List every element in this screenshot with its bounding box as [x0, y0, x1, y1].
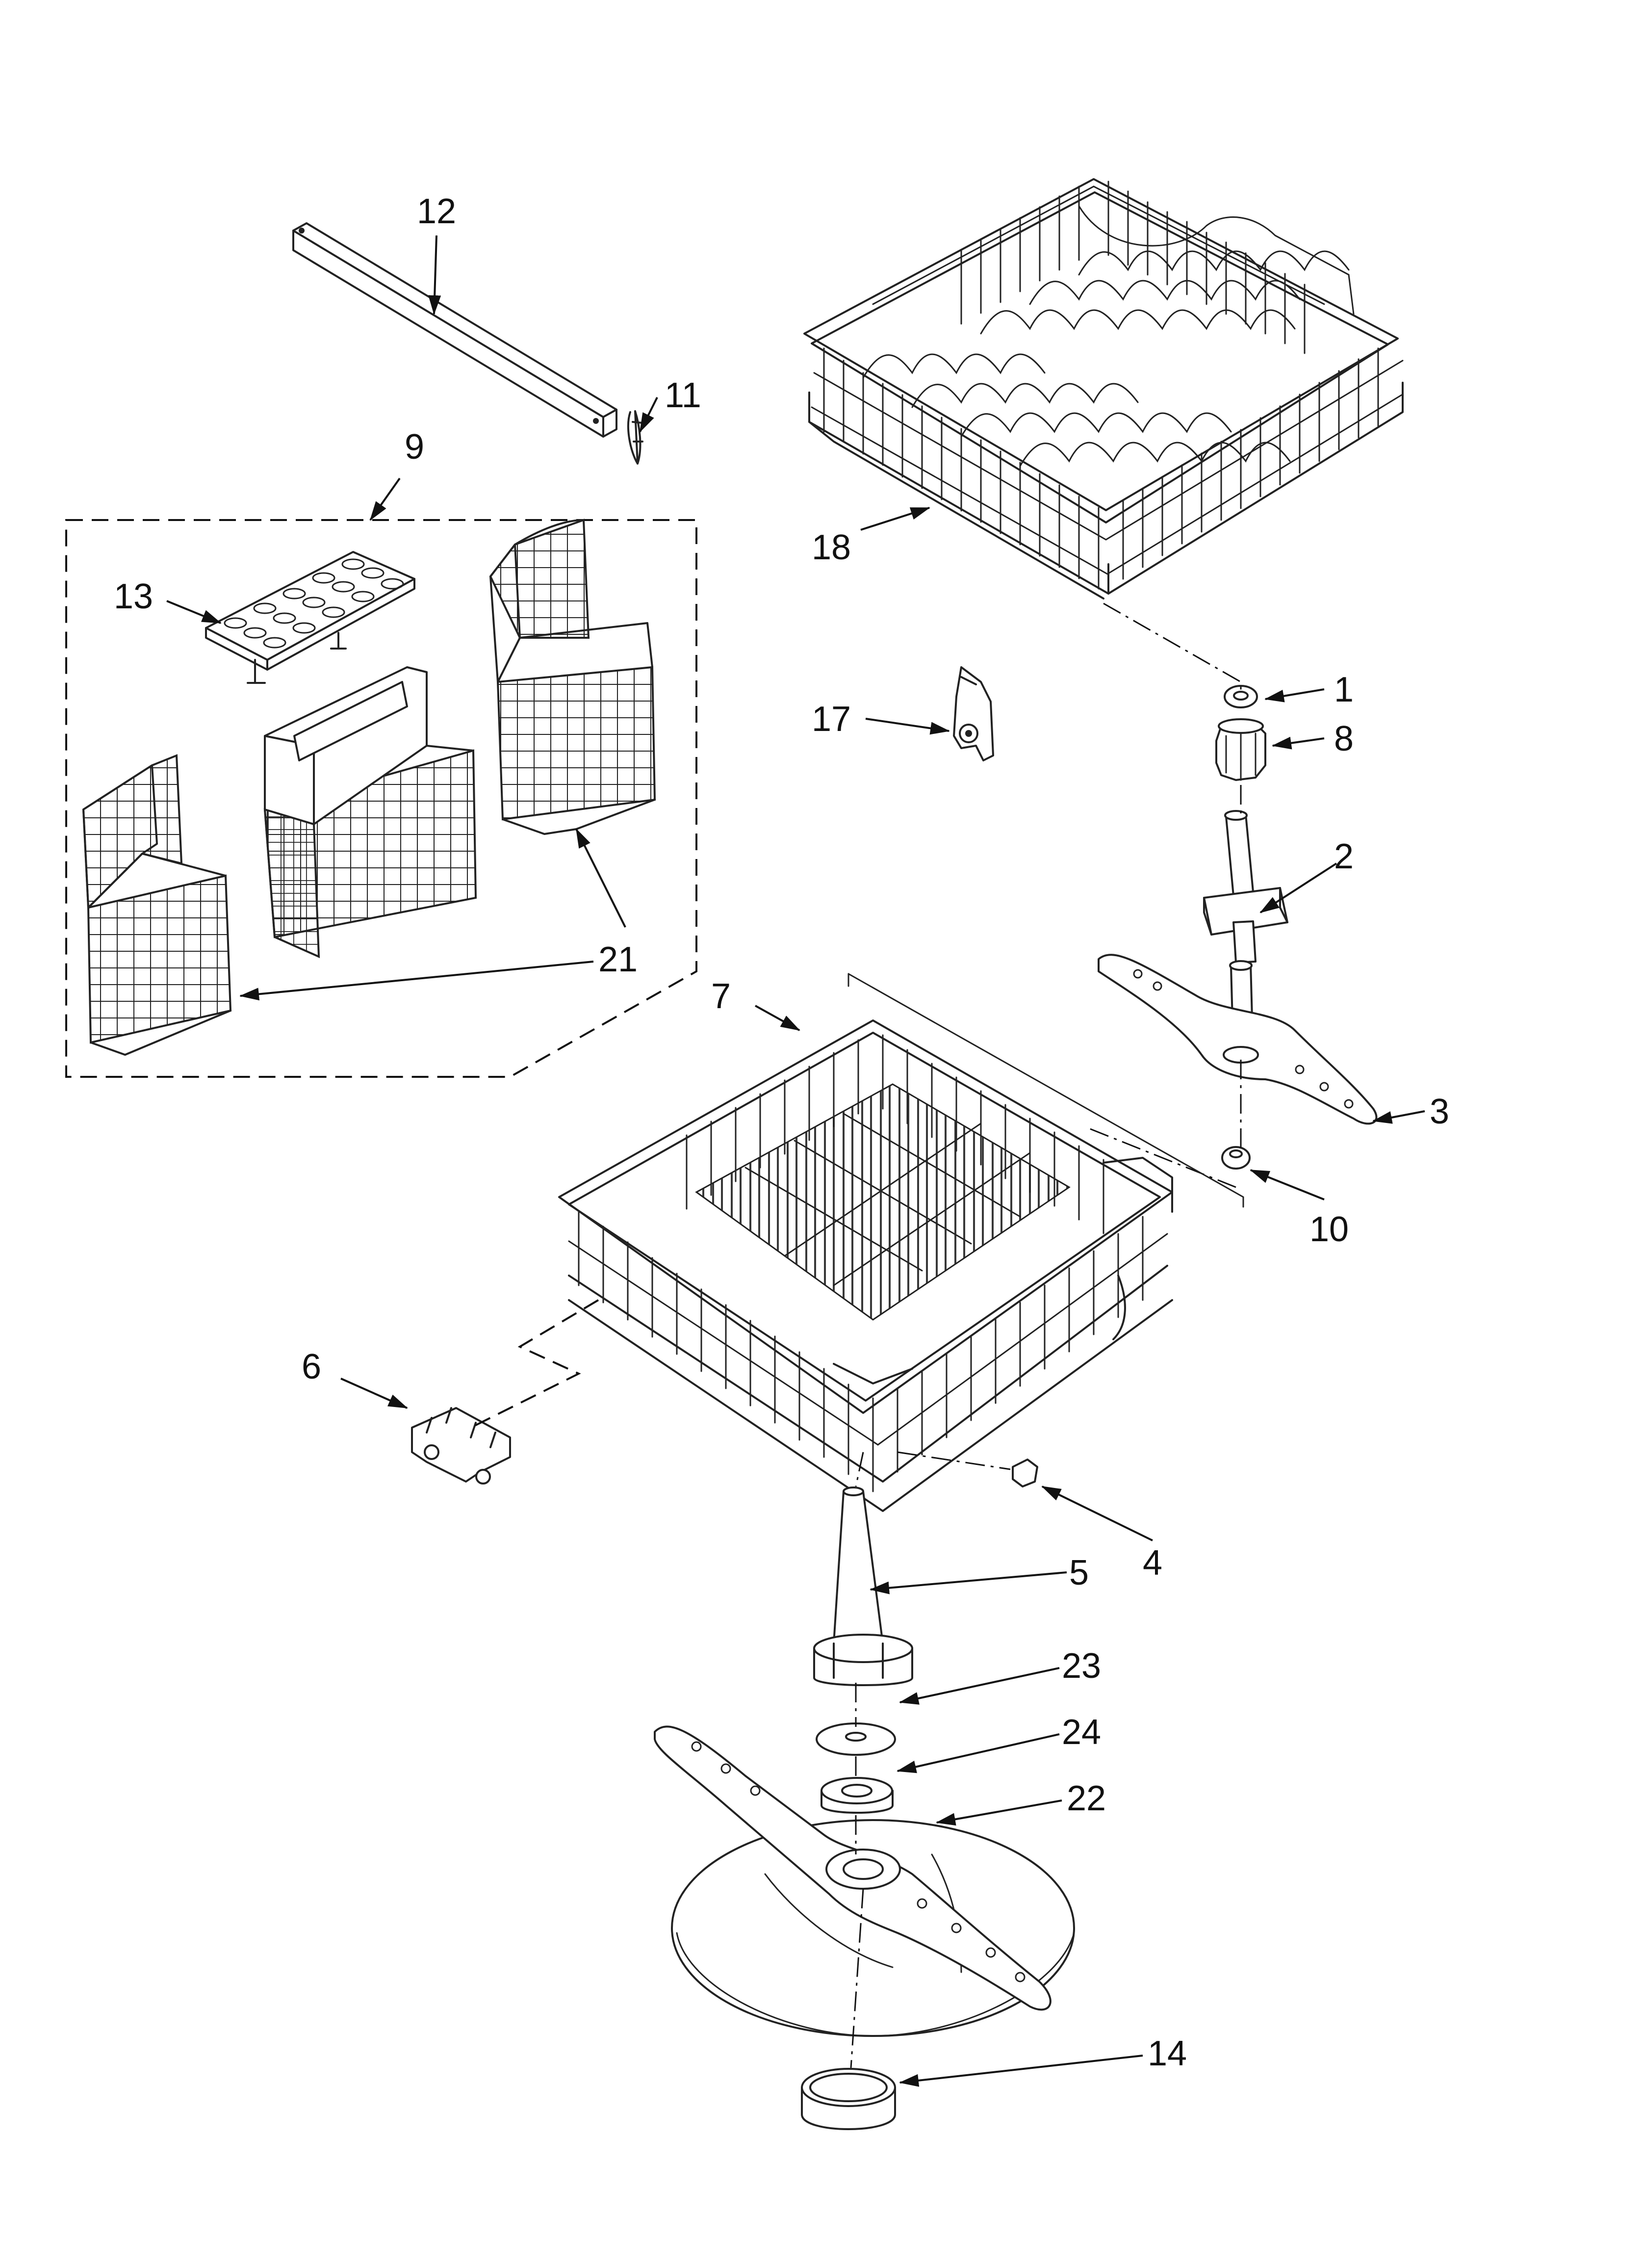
upper-dishrack-part-18 — [803, 178, 1404, 600]
label-23: 23 — [1062, 1646, 1101, 1686]
roller-link-dashed — [470, 1299, 599, 1429]
upper-spray-tube-part-2 — [1203, 810, 1288, 964]
leader-lines — [166, 235, 1425, 2087]
label-2: 2 — [1334, 837, 1354, 876]
washer-part-1 — [1224, 685, 1258, 708]
label-13: 13 — [114, 577, 153, 616]
label-17: 17 — [812, 700, 851, 739]
label-14: 14 — [1148, 2034, 1187, 2073]
lower-spray-tube-part-5 — [813, 1486, 913, 1686]
rack-roller-part-6 — [411, 1407, 511, 1485]
clip-part-11 — [627, 410, 643, 465]
label-8: 8 — [1334, 719, 1354, 758]
label-5: 5 — [1069, 1553, 1089, 1592]
rack-rail-part-12 — [292, 222, 617, 438]
part-number-labels: 12 11 9 13 18 1 8 17 2 21 7 3 10 6 4 5 2… — [114, 192, 1449, 2073]
label-12: 12 — [417, 192, 456, 231]
label-4: 4 — [1143, 1543, 1162, 1583]
upper-spray-arm-part-3 — [1098, 954, 1378, 1125]
label-21: 21 — [598, 940, 638, 979]
bracket-part-17 — [953, 666, 994, 761]
silverware-basket-assembly-outline-part-9 — [65, 519, 697, 1078]
label-3: 3 — [1430, 1092, 1449, 1131]
ring-part-14 — [801, 2068, 896, 2130]
bearing-ring-part-24 — [821, 1777, 894, 1814]
cap-part-4 — [1012, 1459, 1038, 1487]
lower-spray-arm-part-22 — [654, 1725, 1075, 2037]
label-6: 6 — [302, 1347, 321, 1386]
label-1: 1 — [1334, 670, 1354, 709]
basket-cover-part-13 — [205, 551, 415, 684]
label-11: 11 — [665, 376, 701, 415]
label-22: 22 — [1067, 1779, 1106, 1818]
basket-left-part-21 — [82, 754, 232, 1056]
nut-part-10 — [1221, 1146, 1251, 1170]
label-9: 9 — [405, 427, 424, 467]
construction-lines — [847, 602, 1244, 2068]
label-7: 7 — [711, 977, 731, 1016]
basket-right-part-21 — [489, 519, 656, 835]
label-18: 18 — [812, 528, 851, 567]
lower-dishrack-part-7 — [558, 1019, 1173, 1512]
label-10: 10 — [1309, 1210, 1349, 1249]
basket-center-with-handle — [263, 666, 477, 959]
label-24: 24 — [1062, 1713, 1101, 1752]
washer-part-23 — [816, 1722, 896, 1756]
nut-part-8 — [1215, 718, 1266, 781]
